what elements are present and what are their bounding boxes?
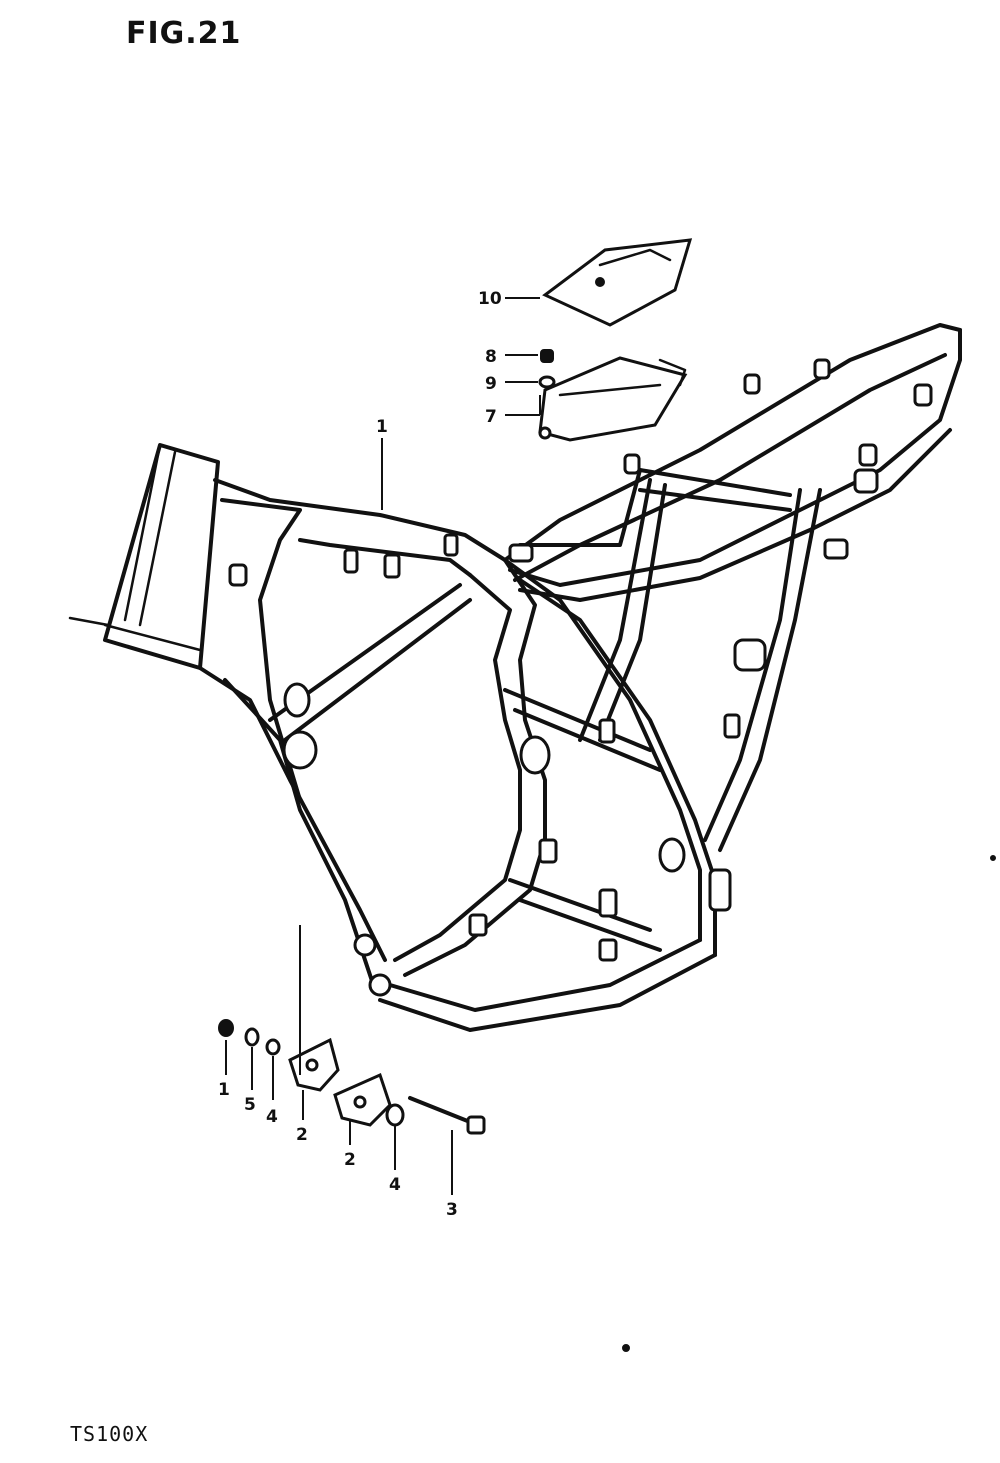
callout-1-small: 1 <box>218 1080 230 1100</box>
callout-2-left: 2 <box>296 1125 308 1145</box>
model-code: TS100X <box>70 1422 149 1446</box>
callout-1: 1 <box>376 417 388 437</box>
callout-8: 8 <box>485 347 497 367</box>
callout-4-left: 4 <box>266 1107 278 1127</box>
engine-mount-hardware <box>218 1019 486 1135</box>
main-frame-tubes <box>198 478 717 1032</box>
leader-lines <box>251 297 541 1195</box>
part-10-cover <box>542 238 693 327</box>
part-8-bolt <box>540 349 554 363</box>
callout-4-right: 4 <box>389 1175 401 1195</box>
part-7-bracket <box>538 356 688 442</box>
frame-mounting-lugs <box>228 358 933 997</box>
callout-9: 9 <box>485 374 497 394</box>
head-pipe <box>68 443 220 670</box>
part-9-washer <box>538 375 556 389</box>
callout-3: 3 <box>446 1200 458 1220</box>
callout-7: 7 <box>485 407 497 427</box>
callout-10: 10 <box>478 289 502 309</box>
rear-subframe <box>503 323 962 852</box>
callout-2-right: 2 <box>344 1150 356 1170</box>
callout-5: 5 <box>244 1095 256 1115</box>
figure-title: FIG.21 <box>126 16 242 51</box>
